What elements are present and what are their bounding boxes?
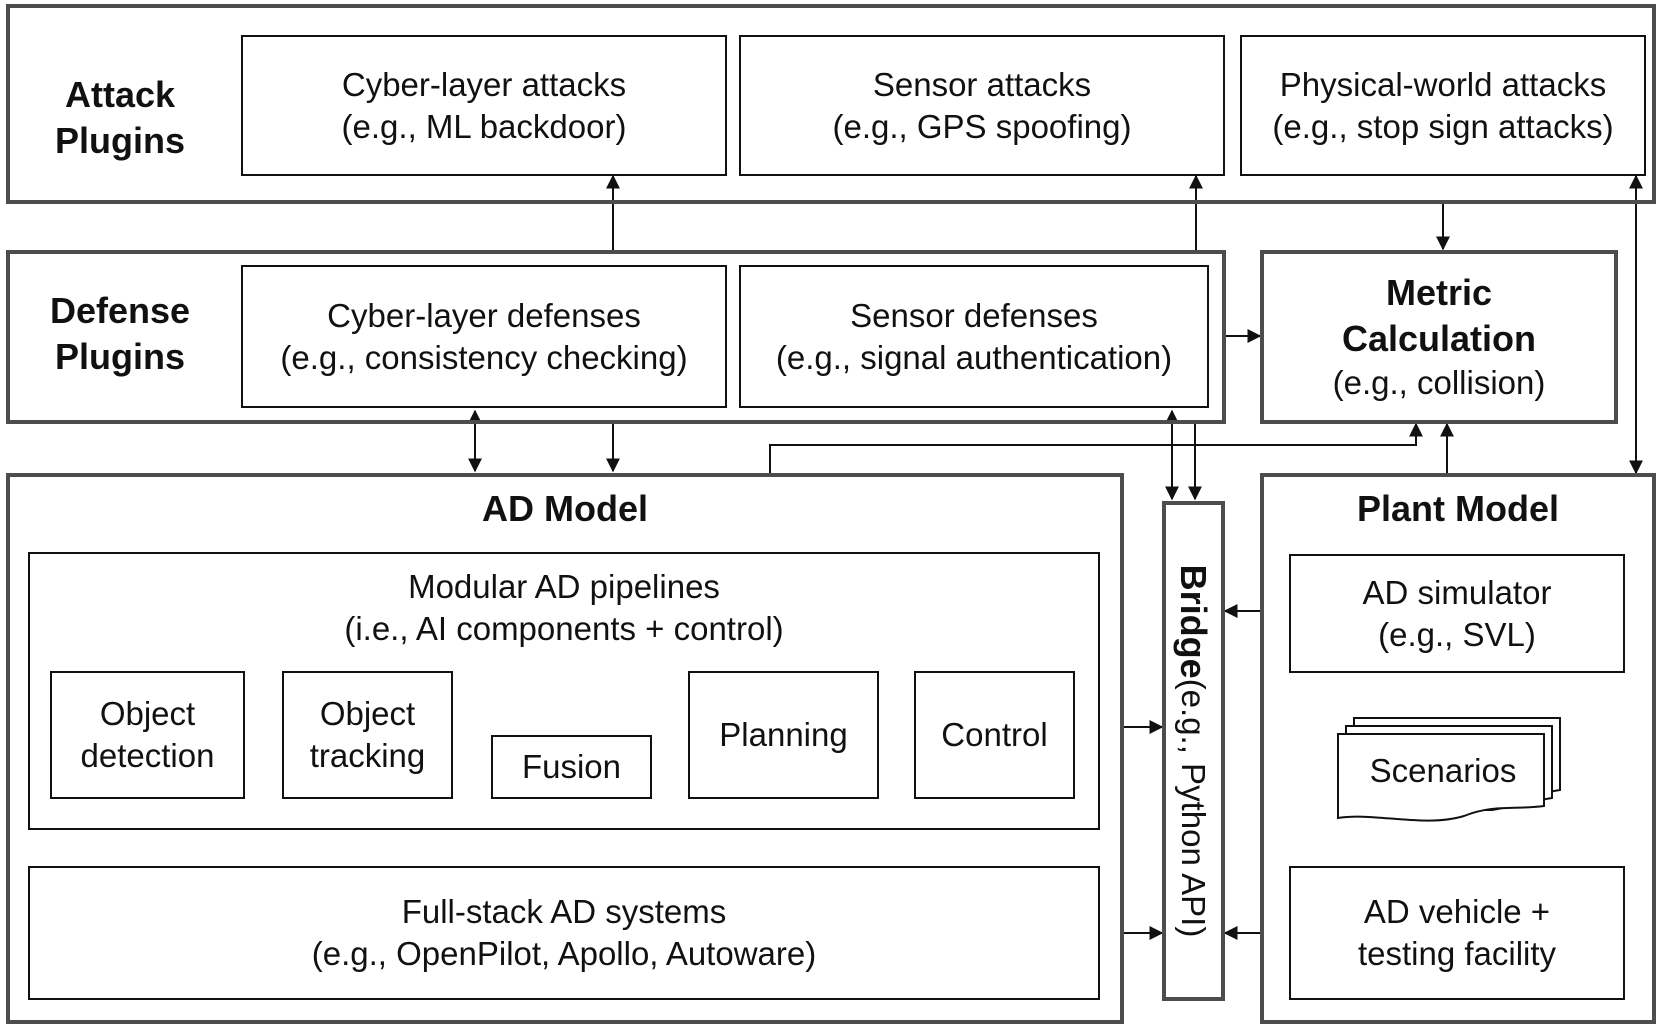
physical-world-attacks-box: Physical-world attacks (e.g., stop sign … <box>1240 35 1646 176</box>
metric-example: (e.g., collision) <box>1332 364 1546 401</box>
control-box: Control <box>914 671 1075 799</box>
planning-box: Planning <box>688 671 879 799</box>
attack-plugins-panel <box>6 4 1656 204</box>
metric-title-line2: Calculation <box>1341 318 1537 359</box>
arrow-ad-to-metric <box>769 422 1423 473</box>
cyber-defenses-label: Cyber-layer defenses <box>327 296 641 334</box>
bridge-label: Bridge (e.g., Python API) <box>1173 564 1214 938</box>
cyber-attacks-example: (e.g., ML backdoor) <box>341 107 627 145</box>
metric-title-line1: Metric <box>1385 272 1493 313</box>
object-detection-box: Object detection <box>50 671 245 799</box>
attack-plugins-title: Attack Plugins <box>54 74 185 161</box>
defense-plugins-title: Defense Plugins <box>49 290 191 377</box>
scenarios-label: Scenarios <box>1369 752 1517 789</box>
metric-calculation-box: Metric Calculation (e.g., collision) <box>1260 250 1618 424</box>
object-tracking-box: Object tracking <box>282 671 453 799</box>
modular-pipeline-label: Modular AD pipelines (i.e., AI component… <box>344 568 784 647</box>
cyber-layer-defenses-box: Cyber-layer defenses (e.g., consistency … <box>241 265 727 408</box>
fusion-box: Fusion <box>491 735 652 799</box>
bridge-box <box>1162 501 1225 1001</box>
sensor-defenses-box: Sensor defenses (e.g., signal authentica… <box>739 265 1209 408</box>
cyber-layer-attacks-box: Cyber-layer attacks (e.g., ML backdoor) <box>241 35 727 176</box>
ad-simulator-box: AD simulator (e.g., SVL) <box>1289 554 1625 673</box>
sensor-defenses-example: (e.g., signal authentication) <box>775 338 1173 376</box>
fullstack-ad-box: Full-stack AD systems (e.g., OpenPilot, … <box>28 866 1100 1000</box>
sensor-attacks-box: Sensor attacks (e.g., GPS spoofing) <box>739 35 1225 176</box>
sensor-defenses-label: Sensor defenses <box>850 296 1098 334</box>
sensor-attacks-label: Sensor attacks <box>872 65 1092 103</box>
cyber-attacks-label: Cyber-layer attacks <box>341 65 627 103</box>
ad-model-title: AD Model <box>482 488 648 529</box>
sensor-attacks-example: (e.g., GPS spoofing) <box>832 107 1132 145</box>
physical-attacks-example: (e.g., stop sign attacks) <box>1272 107 1614 145</box>
cyber-defenses-example: (e.g., consistency checking) <box>280 338 688 376</box>
ad-vehicle-box: AD vehicle + testing facility <box>1289 866 1625 1000</box>
scenarios-document-icon <box>1337 717 1561 822</box>
physical-attacks-label: Physical-world attacks <box>1279 65 1607 103</box>
defense-plugins-panel <box>6 250 1226 424</box>
plant-model-title: Plant Model <box>1356 488 1559 529</box>
